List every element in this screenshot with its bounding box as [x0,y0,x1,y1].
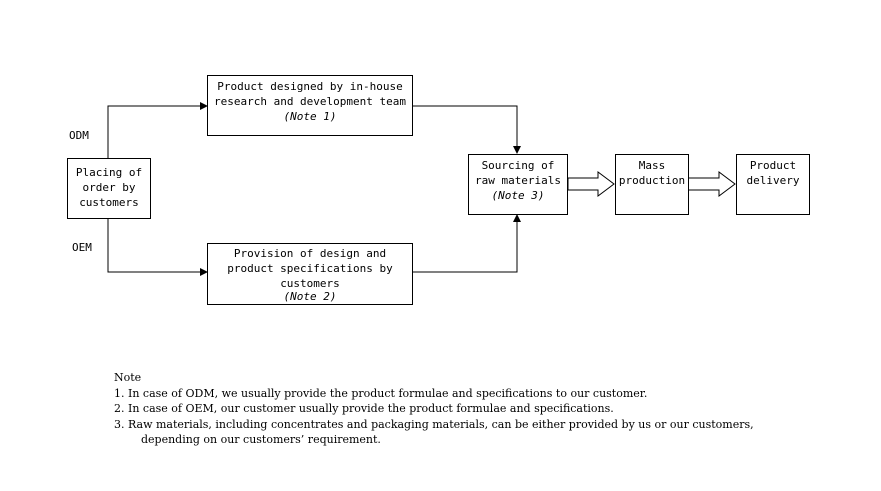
notes-title: Note [114,371,142,384]
node-mass-production: Mass production [615,154,689,215]
node-oem-design: Provision of design and product specific… [207,243,413,305]
edge-label-oem: OEM [72,241,92,254]
edge-label-odm: ODM [69,129,89,142]
block-arrow-mass-to-delivery [687,171,736,197]
note-item-3: 3. Raw materials, including concentrates… [114,417,754,431]
node-product-delivery: Product delivery [736,154,810,215]
note-ref-1: (Note 1) [283,110,337,123]
block-arrow-sourcing-to-mass [567,171,615,197]
note-ref-2: (Note 2) [283,290,337,303]
edge-odm-to-sourcing [413,105,521,154]
edge-order-to-odm [107,102,208,158]
node-odm-design: Product designed by in-house research an… [207,75,413,136]
node-sourcing: Sourcing of raw materials (Note 3) [468,154,568,215]
edge-order-to-oem [107,218,208,276]
note-item-3-continuation: depending on our customers’ requirement. [141,433,381,446]
note-ref-3: (Note 3) [491,189,545,202]
note-item-1: 1. In case of ODM, we usually provide th… [114,386,648,400]
notes-section: Note 1. In case of ODM, we usually provi… [114,370,754,448]
note-item-2: 2. In case of OEM, our customer usually … [114,402,614,415]
node-placing-order: Placing of order by customers [67,158,151,219]
edge-oem-to-sourcing [413,214,521,273]
